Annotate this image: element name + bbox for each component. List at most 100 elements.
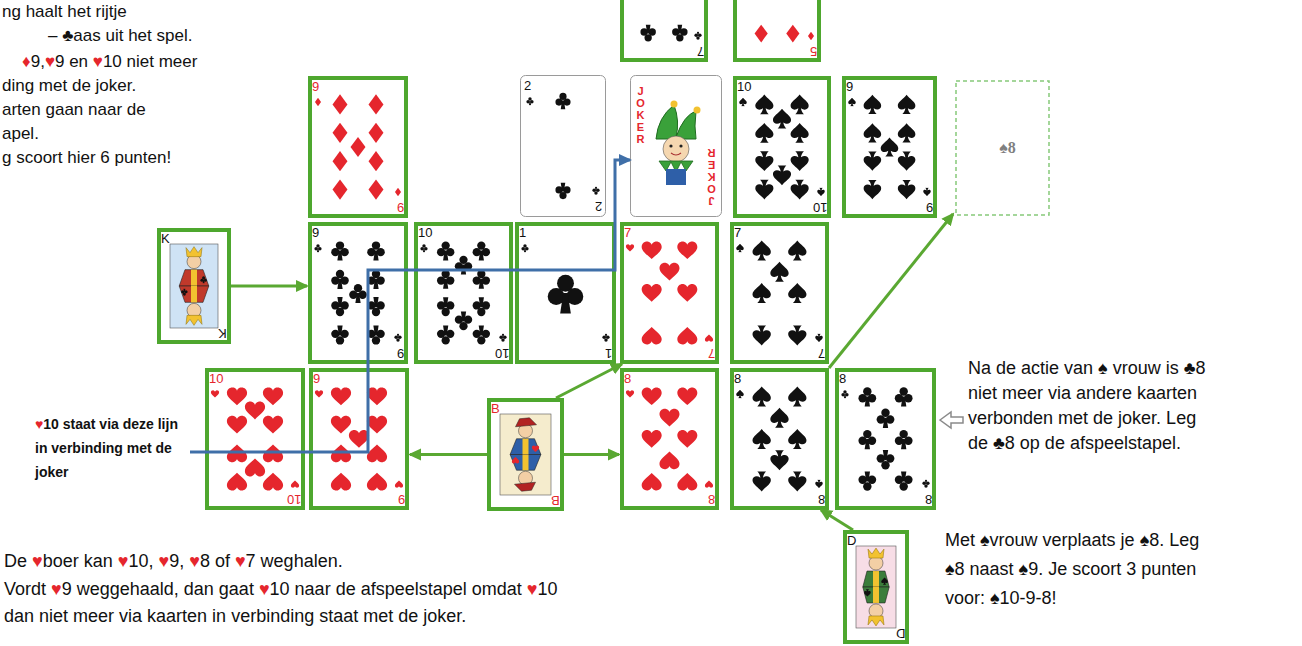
suit-pip: [677, 473, 697, 491]
playing-card: 77: [730, 222, 829, 364]
playing-card: 99: [842, 76, 937, 218]
card-index: 7: [708, 346, 715, 361]
suit-pip: [263, 387, 283, 405]
figure-trim: [191, 270, 197, 286]
suit-pip: [881, 577, 888, 584]
jester-mouth: [671, 153, 681, 155]
suit-pip: [331, 270, 349, 289]
suit-pip: [314, 244, 321, 252]
suit-pip: [473, 241, 490, 260]
figure-robe: [510, 455, 541, 471]
suit-pip: [755, 151, 773, 171]
suit-pip: [349, 430, 369, 448]
suit-pip: [331, 241, 349, 260]
suit-pip: [755, 123, 773, 143]
suit-pip: [677, 387, 697, 405]
suit-pip: [773, 109, 791, 129]
suit-pip: [369, 179, 384, 199]
card-index: B: [551, 493, 560, 508]
suit-pip: [473, 297, 490, 316]
figure-crown: [186, 315, 202, 325]
jester-body: [666, 169, 686, 185]
card-frame: [735, 78, 829, 216]
suit-pip: [315, 390, 323, 397]
card-index: 9: [312, 225, 319, 240]
card-index: 10: [813, 200, 827, 215]
card-index: 7: [624, 225, 631, 240]
card-frame: [837, 370, 934, 508]
suit-pip: [773, 165, 791, 185]
card-index: 9: [926, 200, 933, 215]
card-frame: [159, 230, 229, 342]
suit-pip: [753, 283, 771, 303]
card-index: 9: [846, 79, 853, 94]
suit-pip: [755, 25, 768, 43]
figure-top: [510, 418, 541, 455]
suit-pip: [455, 256, 472, 275]
move-arrow: [829, 214, 953, 368]
suit-pip: [367, 270, 385, 289]
suit-pip: [437, 241, 454, 260]
suit-pip: [898, 152, 916, 171]
joker-label: JOKER: [706, 147, 717, 207]
suit-pip: [642, 241, 662, 259]
suit-pip: [331, 297, 349, 316]
suit-pip: [367, 387, 387, 405]
suit-pip: [858, 471, 876, 490]
suit-symbol: ♥: [93, 52, 103, 71]
suit-pip: [351, 137, 366, 157]
card-frame: [521, 76, 606, 217]
playing-card: 99: [309, 368, 409, 510]
playing-card: 7: [620, 0, 708, 62]
suit-pip: [755, 180, 773, 200]
suit-pip: [626, 390, 634, 397]
move-arrow: [410, 453, 487, 456]
figure-panel: [856, 546, 896, 628]
playing-card: 22: [520, 75, 606, 217]
playing-card-art: [310, 224, 406, 362]
card-index: 1: [605, 346, 612, 361]
suit-pip: [791, 94, 809, 114]
suit-pip: [331, 473, 351, 491]
playing-card-art: [310, 78, 406, 216]
playing-card-art: [735, 78, 829, 216]
suit-pip: [642, 473, 662, 491]
playing-card-art: [622, 224, 717, 362]
figure-trim: [191, 286, 197, 302]
playing-card-art: [622, 370, 717, 508]
suit-pip: [331, 387, 351, 405]
suit-pip: [333, 123, 348, 143]
figure-bottom: [863, 587, 889, 626]
card-index: 10: [209, 371, 223, 386]
suit-pip: [369, 94, 384, 114]
suit-pip: [437, 270, 454, 289]
suit-pip: [753, 386, 771, 406]
move-arrow: [821, 510, 853, 530]
suit-pip: [367, 241, 385, 260]
explanation-text: Na de actie van ♠ vrouw is ♣8 niet meer …: [968, 356, 1216, 456]
explanation-text: g scoort hier 6 punten!: [2, 146, 171, 170]
card-index: 9: [397, 200, 404, 215]
jester-bell: [694, 107, 701, 114]
suit-symbol: ♥: [189, 551, 200, 571]
suit-pip: [736, 390, 744, 398]
figure-trim: [873, 571, 879, 587]
card-frame: [489, 400, 562, 509]
card-index: 8: [624, 371, 631, 386]
suit-pip: [770, 408, 788, 428]
playing-card-art: [517, 224, 614, 362]
card-index: D: [896, 626, 905, 641]
playing-card: 77: [620, 222, 719, 364]
suit-pip: [367, 444, 387, 462]
figure-trim: [523, 455, 529, 471]
card-frame: [622, 370, 717, 508]
card-index: 10: [287, 492, 301, 507]
suit-pip: [367, 325, 385, 344]
suit-pip: [592, 187, 599, 195]
card-frame: [631, 76, 722, 217]
card-index: 10: [418, 225, 432, 240]
suit-symbol: ♥: [45, 52, 55, 71]
card-frame: [416, 224, 511, 362]
suit-pip: [753, 472, 771, 492]
suit-pip: [739, 98, 747, 106]
